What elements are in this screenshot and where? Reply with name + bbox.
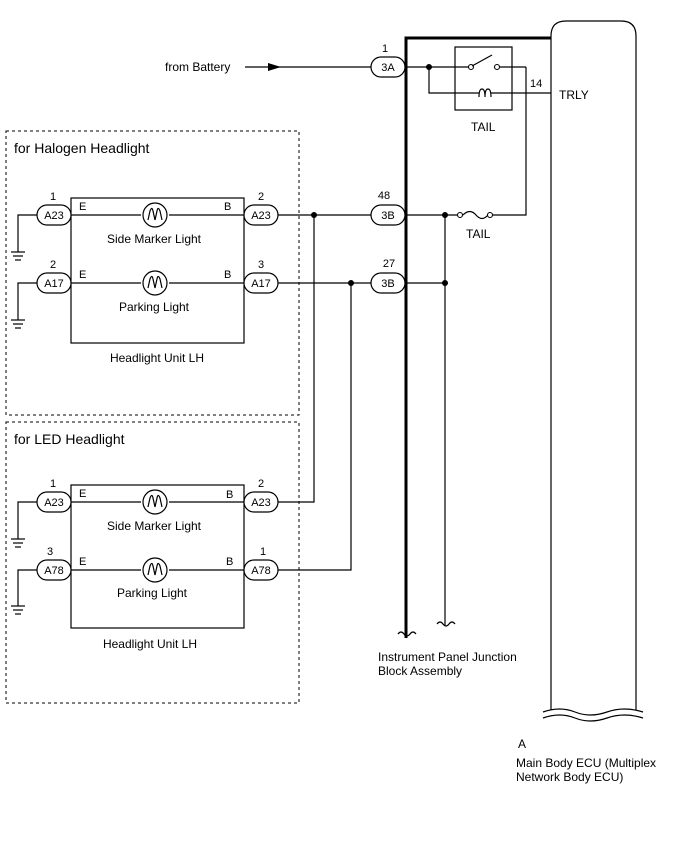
ecu-label-line2: Network Body ECU) [516, 770, 623, 784]
arrow-right-icon [268, 63, 281, 71]
connector-a23-led-left: A23 1 [36, 478, 72, 513]
svg-text:A78: A78 [44, 565, 64, 577]
svg-text:A78: A78 [251, 565, 271, 577]
main-body-ecu: A Main Body ECU (Multiplex Network Body … [516, 20, 656, 784]
svg-text:A23: A23 [44, 497, 64, 509]
svg-text:2: 2 [258, 191, 264, 203]
svg-text:A23: A23 [251, 210, 271, 222]
connector-3b-48: 3B 48 [370, 190, 406, 226]
ground-icon [11, 251, 25, 261]
tail-relay: TAIL 14 TRLY [454, 46, 589, 134]
junction-block: Instrument Panel Junction Block Assembly [378, 36, 551, 678]
harness-wires [278, 212, 371, 571]
svg-text:3B: 3B [381, 278, 394, 290]
svg-text:1: 1 [382, 43, 388, 55]
svg-text:E: E [79, 556, 86, 568]
svg-text:A17: A17 [44, 278, 64, 290]
svg-text:A17: A17 [251, 278, 271, 290]
svg-text:3A: 3A [381, 62, 395, 74]
ecu-letter: A [518, 737, 526, 751]
unit-label-led: Headlight Unit LH [103, 637, 197, 651]
bulb-icon [147, 275, 163, 289]
junction-label-line1: Instrument Panel Junction [378, 650, 517, 664]
relay-coil-icon [474, 88, 551, 98]
svg-text:E: E [79, 488, 86, 500]
fuse-icon [462, 210, 489, 220]
side-marker-label-led: Side Marker Light [107, 519, 202, 533]
trly-label: TRLY [559, 88, 589, 102]
connector-a23-hal-right: A23 2 [243, 191, 279, 226]
ground-icon [11, 605, 25, 615]
ground-icon [11, 319, 25, 329]
svg-text:3: 3 [47, 546, 53, 558]
side-marker-label-halogen: Side Marker Light [107, 232, 202, 246]
unit-label-halogen: Headlight Unit LH [110, 351, 204, 365]
fuse-name: TAIL [466, 227, 491, 241]
battery-feed: from Battery [165, 60, 474, 94]
svg-text:B: B [226, 556, 233, 568]
connector-3a: 3A 1 [370, 43, 406, 78]
relay-pin-14: 14 [530, 78, 542, 90]
svg-text:27: 27 [383, 258, 395, 270]
svg-text:B: B [224, 269, 231, 281]
ecu-label-line1: Main Body ECU (Multiplex [516, 756, 656, 770]
connector-a23-hal-left: A23 1 [36, 191, 72, 226]
svg-text:E: E [79, 201, 86, 213]
parking-label-led: Parking Light [117, 586, 188, 600]
svg-text:1: 1 [260, 546, 266, 558]
connector-a17-hal-right: A17 3 [243, 259, 279, 294]
from-battery-label: from Battery [165, 60, 230, 74]
led-section: for LED Headlight Headlight Unit LH E B … [5, 421, 300, 704]
section-title-led: for LED Headlight [14, 431, 125, 447]
parking-label-halogen: Parking Light [119, 300, 190, 314]
svg-text:1: 1 [50, 191, 56, 203]
connector-a23-led-right: A23 2 [243, 478, 279, 513]
relay-name: TAIL [471, 120, 496, 134]
bulb-icon [147, 562, 163, 576]
svg-text:1: 1 [50, 478, 56, 490]
svg-text:A23: A23 [44, 210, 64, 222]
junction-label-line2: Block Assembly [378, 664, 462, 678]
svg-text:3: 3 [258, 259, 264, 271]
bulb-icon [147, 494, 163, 508]
svg-text:3B: 3B [381, 210, 394, 222]
svg-text:48: 48 [378, 190, 390, 202]
connector-a78-led-right: A78 1 [243, 546, 279, 581]
svg-text:2: 2 [258, 478, 264, 490]
halogen-section: for Halogen Headlight Headlight Unit LH … [5, 130, 300, 416]
ground-icon [11, 538, 25, 548]
svg-text:B: B [224, 201, 231, 213]
connector-a78-led-left: A78 3 [36, 546, 72, 581]
connector-3b-27: 3B 27 [370, 258, 448, 294]
svg-text:2: 2 [50, 259, 56, 271]
svg-text:B: B [226, 489, 233, 501]
connector-a17-hal-left: A17 2 [36, 259, 72, 294]
tail-fuse: TAIL [406, 210, 494, 241]
svg-text:E: E [79, 269, 86, 281]
svg-text:A23: A23 [251, 497, 271, 509]
section-title-halogen: for Halogen Headlight [14, 140, 150, 156]
bulb-icon [147, 207, 163, 221]
